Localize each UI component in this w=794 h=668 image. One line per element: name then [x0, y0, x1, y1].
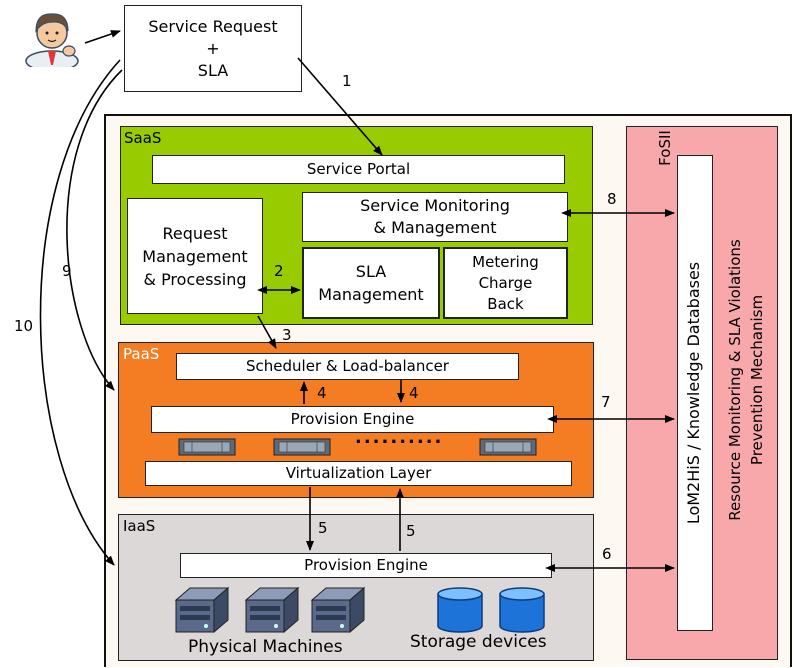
mechanism-line1: Resource Monitoring & SLA Violations [726, 239, 744, 521]
arrow-5b-label: 5 [406, 522, 416, 540]
iaas-title: IaaS [123, 517, 156, 535]
storage-devices-label: Storage devices [410, 632, 547, 652]
sla-label: SLA [197, 60, 229, 80]
mechanism-line2: Prevention Mechanism [748, 294, 766, 466]
metering-box: Metering Charge Back [443, 247, 568, 319]
databases-box [677, 155, 713, 631]
scheduler-label: Scheduler & Load-balancer [246, 357, 449, 375]
mechanism-label: Resource Monitoring & SLA Violations Pre… [724, 160, 768, 600]
arrow-1-label: 1 [342, 72, 352, 90]
arrow-user-request [84, 30, 121, 44]
physical-machine-icon [244, 586, 300, 634]
physical-machine-icon [174, 586, 230, 634]
request-management-box: Request Management & Processing [127, 198, 263, 314]
service-monitoring-line2: & Management [373, 218, 497, 237]
scheduler-box: Scheduler & Load-balancer [176, 353, 519, 380]
arrow-3-label: 3 [282, 326, 292, 344]
paas-provision-engine-box: Provision Engine [151, 406, 554, 433]
server-icon [178, 438, 236, 456]
service-portal-label: Service Portal [306, 160, 411, 178]
service-request-label: Service Request [148, 16, 278, 36]
metering-line1: Metering [472, 252, 539, 271]
server-icon [479, 438, 537, 456]
storage-device-icon [499, 587, 545, 633]
paas-provision-engine-label: Provision Engine [290, 410, 415, 428]
request-mgmt-line1: Request [162, 223, 228, 243]
arrow-10-label: 10 [14, 317, 34, 335]
plus-label: + [206, 38, 220, 58]
user-icon [25, 13, 79, 67]
virtualization-layer-box: Virtualization Layer [145, 461, 572, 486]
arrow-6-label: 6 [602, 545, 612, 563]
virtualization-label: Virtualization Layer [285, 464, 432, 482]
server-icon [273, 438, 331, 456]
physical-machines-label: Physical Machines [188, 637, 343, 657]
arrow-4b-label: 4 [409, 384, 419, 402]
service-request-box: Service Request + SLA [124, 5, 302, 92]
fosii-title: FoSII [656, 130, 674, 166]
arrow-7-label: 7 [601, 393, 611, 411]
request-mgmt-line3: & Processing [143, 269, 247, 289]
metering-line3: Back [487, 294, 524, 313]
sla-mgmt-line1: SLA [355, 262, 387, 281]
service-portal-box: Service Portal [152, 155, 565, 184]
request-mgmt-line2: Management [142, 246, 248, 266]
arrow-2-label: 2 [274, 262, 284, 280]
sla-management-box: SLA Management [302, 247, 440, 319]
arrow-9-label: 9 [62, 262, 72, 280]
metering-line2: Charge [478, 273, 533, 292]
arrow-4a-label: 4 [317, 384, 327, 402]
storage-device-icon [437, 587, 483, 633]
ellipsis-label: .......... [355, 427, 444, 448]
paas-title: PaaS [123, 345, 160, 363]
service-monitoring-box: Service Monitoring & Management [302, 192, 568, 242]
arrow-8-label: 8 [607, 190, 617, 208]
iaas-provision-engine-label: Provision Engine [304, 556, 428, 574]
iaas-provision-engine-box: Provision Engine [180, 553, 552, 578]
saas-title: SaaS [124, 129, 162, 147]
databases-label: LoM2HiS / Knowledge Databases [684, 261, 703, 525]
physical-machine-icon [310, 586, 366, 634]
sla-mgmt-line2: Management [318, 285, 424, 304]
arrow-5a-label: 5 [318, 519, 328, 537]
service-monitoring-line1: Service Monitoring [360, 196, 510, 215]
